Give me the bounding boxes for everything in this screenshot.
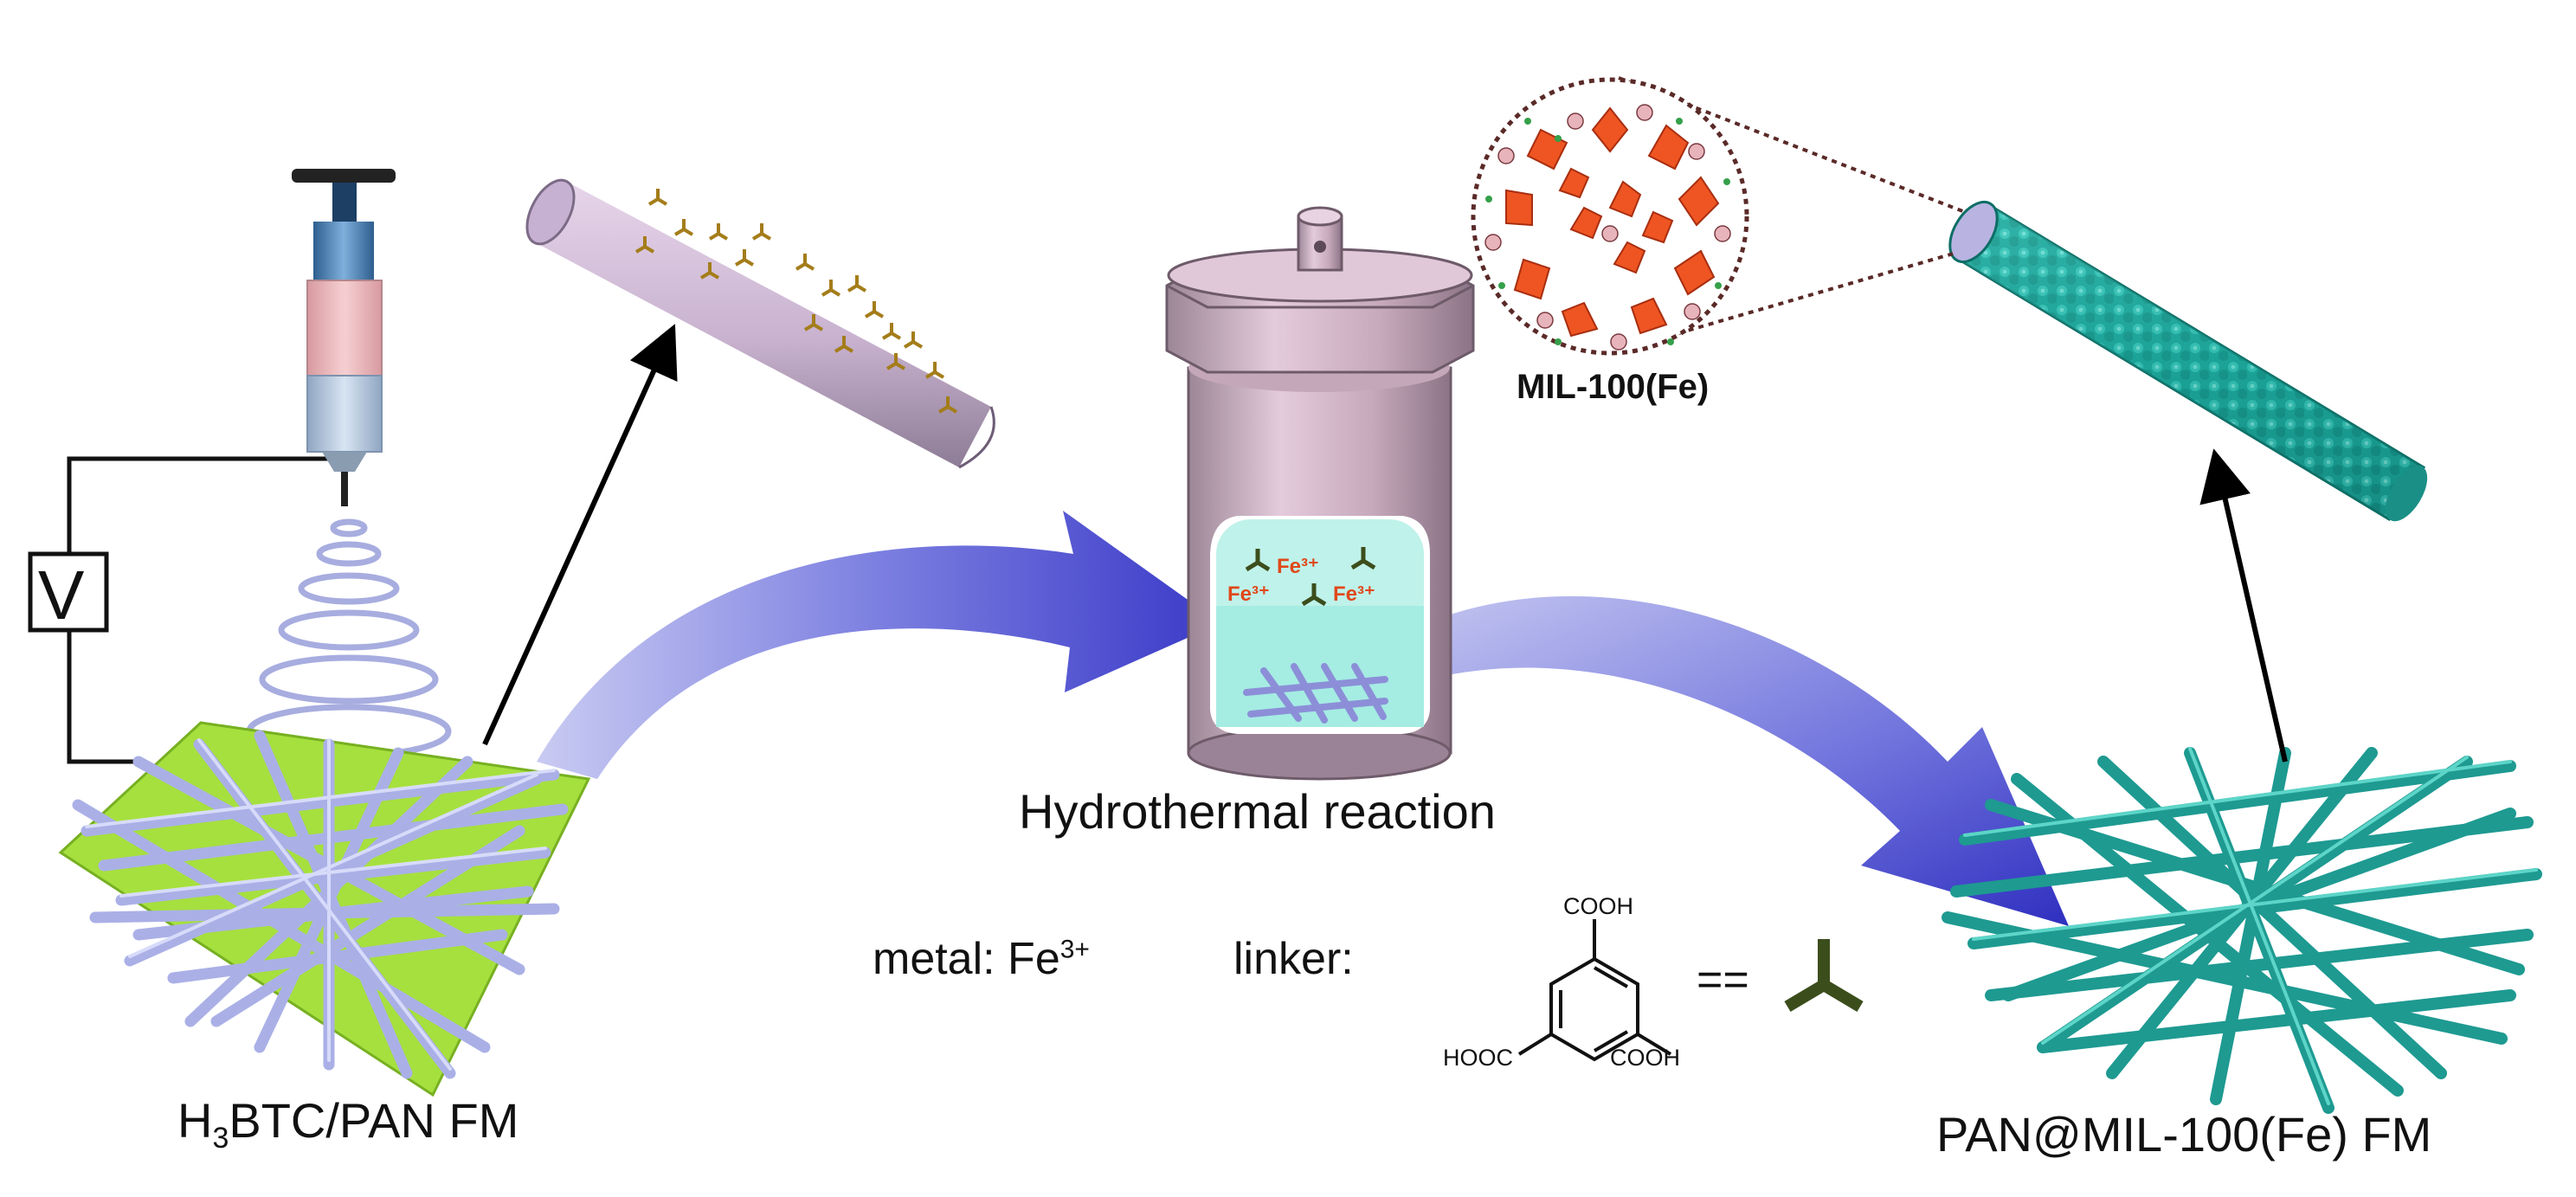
hooc-left-label: HOOC [1443, 1045, 1513, 1071]
trimesic-acid-structure [1517, 919, 1672, 1062]
pan-mil-fiber-mat [1942, 747, 2542, 1114]
hydrothermal-reactor [1165, 206, 1475, 781]
voltage-box [28, 551, 109, 633]
voltage-label: V [38, 557, 85, 634]
fe-ion-label-1: Fe³⁺ [1277, 555, 1319, 578]
linker-marks [634, 189, 958, 414]
h3btc-pan-single-fiber [525, 178, 995, 469]
h3btc-pan-fm-label: H3BTC/PAN FM [177, 1093, 519, 1155]
process-arrow-2 [1359, 595, 2069, 926]
pan-mil-fm-label: PAN@MIL-100(Fe) FM [1936, 1107, 2432, 1162]
metal-label: metal: Fe3+ [873, 933, 1090, 985]
equals-sign: == [1697, 955, 1749, 1005]
zoom-arrow-right [2199, 448, 2288, 763]
hydrothermal-reaction-label: Hydrothermal reaction [1019, 784, 1496, 839]
plunger-cap [292, 169, 396, 183]
linker-label: linker: [1233, 934, 1354, 984]
mof-structure [1484, 104, 1731, 351]
pan-mil-single-fiber [1948, 201, 2428, 522]
cooh-top-label: COOH [1563, 893, 1633, 919]
electrospinning-setup [28, 169, 591, 1097]
syringe-barrel [306, 280, 383, 376]
spiral-jet [246, 518, 452, 759]
needle [341, 472, 348, 506]
cooh-right-label: COOH [1610, 1045, 1680, 1071]
metal-text: metal: Fe [873, 934, 1060, 984]
fe-ion-label-2: Fe³⁺ [1227, 582, 1270, 606]
zoom-arrow-left [482, 324, 678, 746]
process-arrow-1 [537, 511, 1220, 779]
mil100-label: MIL-100(Fe) [1517, 368, 1710, 406]
metal-charge: 3+ [1059, 935, 1090, 964]
fe-ion-label-3: Fe³⁺ [1333, 582, 1375, 606]
linker-symbol [1784, 939, 1864, 1013]
